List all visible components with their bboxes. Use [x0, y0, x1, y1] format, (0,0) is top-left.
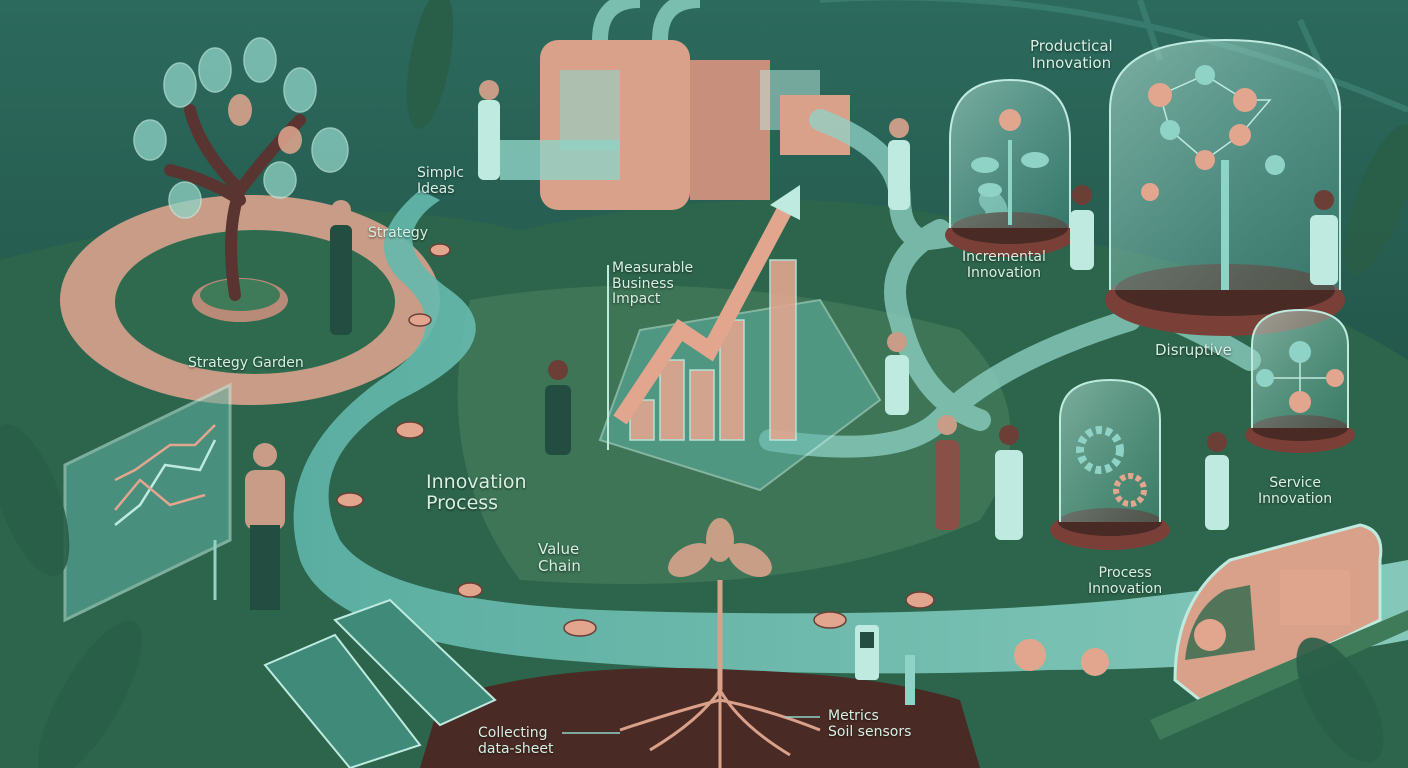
service-innovation-dome — [1245, 308, 1355, 453]
delivery-pod — [1173, 523, 1383, 702]
label-strategy-garden: Strategy Garden — [188, 355, 304, 371]
label-line: Business — [612, 275, 674, 292]
label-metrics-soil-sensors: Metrics Soil sensors — [828, 708, 912, 740]
label-line: Productical — [1030, 37, 1113, 55]
soil-sensor — [855, 625, 915, 705]
label-line: Process — [1098, 565, 1152, 581]
sprout-leaves — [668, 518, 772, 578]
solar-panels — [263, 598, 497, 768]
label-line: Incremental — [962, 249, 1046, 265]
leader-lines — [562, 716, 820, 734]
scientist-figure — [1310, 190, 1338, 285]
label-disruptive: Disruptive — [1155, 341, 1232, 359]
dashboard-board — [63, 382, 285, 623]
team-figures — [478, 80, 1229, 540]
analyst-figure — [245, 443, 285, 610]
label-line: Process — [426, 492, 499, 515]
label-line: Innovation — [1258, 490, 1333, 507]
label-line: Simplc — [417, 165, 464, 181]
soil — [420, 668, 980, 768]
label-innovation-process: Innovation Process — [426, 471, 527, 515]
label-line: Impact — [612, 291, 661, 308]
sprout-roots — [619, 580, 821, 768]
disruptive-innovation-dome — [1105, 38, 1345, 336]
label-incremental-innovation: Incremental Innovation — [962, 249, 1046, 281]
label-service-innovation: Service Innovation — [1258, 475, 1333, 507]
incremental-innovation-dome — [945, 78, 1075, 257]
label-line: Soil sensors — [828, 723, 912, 740]
label-simple-ideas: Simplc Ideas — [417, 165, 464, 197]
label-line: Innovation — [966, 264, 1041, 281]
process-innovation-dome — [1050, 378, 1170, 550]
label-line: Innovation — [1088, 580, 1163, 597]
label-process-innovation: Process Innovation — [1088, 565, 1163, 597]
label-strategy: Strategy — [368, 225, 428, 241]
label-line: Measurable — [612, 260, 694, 276]
river-seeds — [336, 243, 935, 637]
growth-chart-greenhouse — [598, 185, 882, 492]
label-line: Value — [538, 540, 580, 558]
strategy-garden — [60, 37, 440, 405]
rail — [1150, 610, 1408, 740]
label-value-chain: Value Chain — [538, 541, 581, 575]
label-line: Service — [1269, 475, 1321, 491]
label-line: Chain — [538, 556, 581, 575]
label-line: Innovation — [426, 471, 527, 493]
label-line: Innovation — [1031, 53, 1112, 72]
business-person-figure — [545, 360, 571, 455]
label-collecting-data-sheet: Collecting data-sheet — [478, 725, 554, 757]
label-productical-innovation: Productical Innovation — [1030, 38, 1113, 72]
label-line: Metrics — [828, 708, 879, 724]
label-measurable-business-impact: Measurable Business Impact — [612, 260, 694, 308]
label-line: Collecting — [478, 725, 548, 741]
factory-machine — [500, 0, 850, 210]
apples — [1014, 639, 1109, 676]
gardener-figure — [330, 200, 352, 335]
label-line: Ideas — [417, 180, 455, 197]
label-line: data-sheet — [478, 740, 554, 757]
